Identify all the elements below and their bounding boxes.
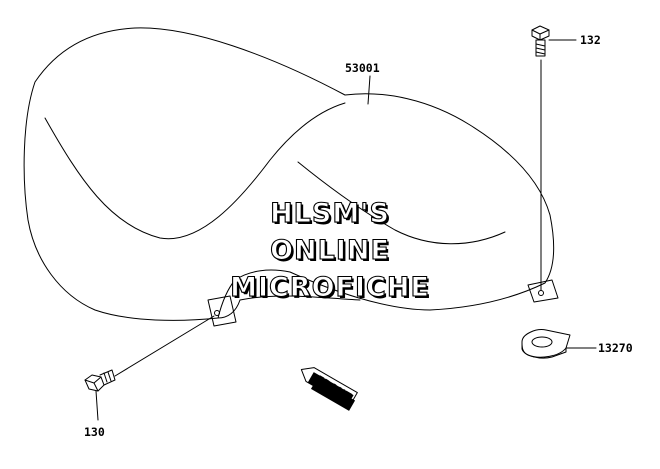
watermark-line-1: HLSM'S [270,198,390,229]
seat-part-number: 53001 [345,61,380,75]
bolt-130-part-number: 130 [84,425,105,439]
damper-part-number: 13270 [598,341,633,355]
front-direction-arrow-icon: FRONT [300,367,358,411]
seat-outline [23,27,559,327]
watermark-line-2-shadow: ONLINE [272,237,392,268]
bolt-130-center-line [114,315,215,377]
bolt-132-part-number: 132 [580,33,601,47]
damper-13270-icon [521,329,571,359]
watermark-line-3: MICROFICHE [230,272,430,303]
bolt-130-leader-line [95,390,99,421]
watermark-line-1-shadow: HLSM'S [272,200,392,231]
watermark-line-3-shadow: MICROFICHE [232,274,432,305]
watermark: HLSM'S HLSM'S ONLINE ONLINE MICROFICHE M… [230,197,432,305]
watermark-line-2: ONLINE [270,235,390,266]
bolt-132-icon [531,25,550,57]
bolt-130-icon [84,369,116,392]
seat-leader-line [367,75,371,105]
